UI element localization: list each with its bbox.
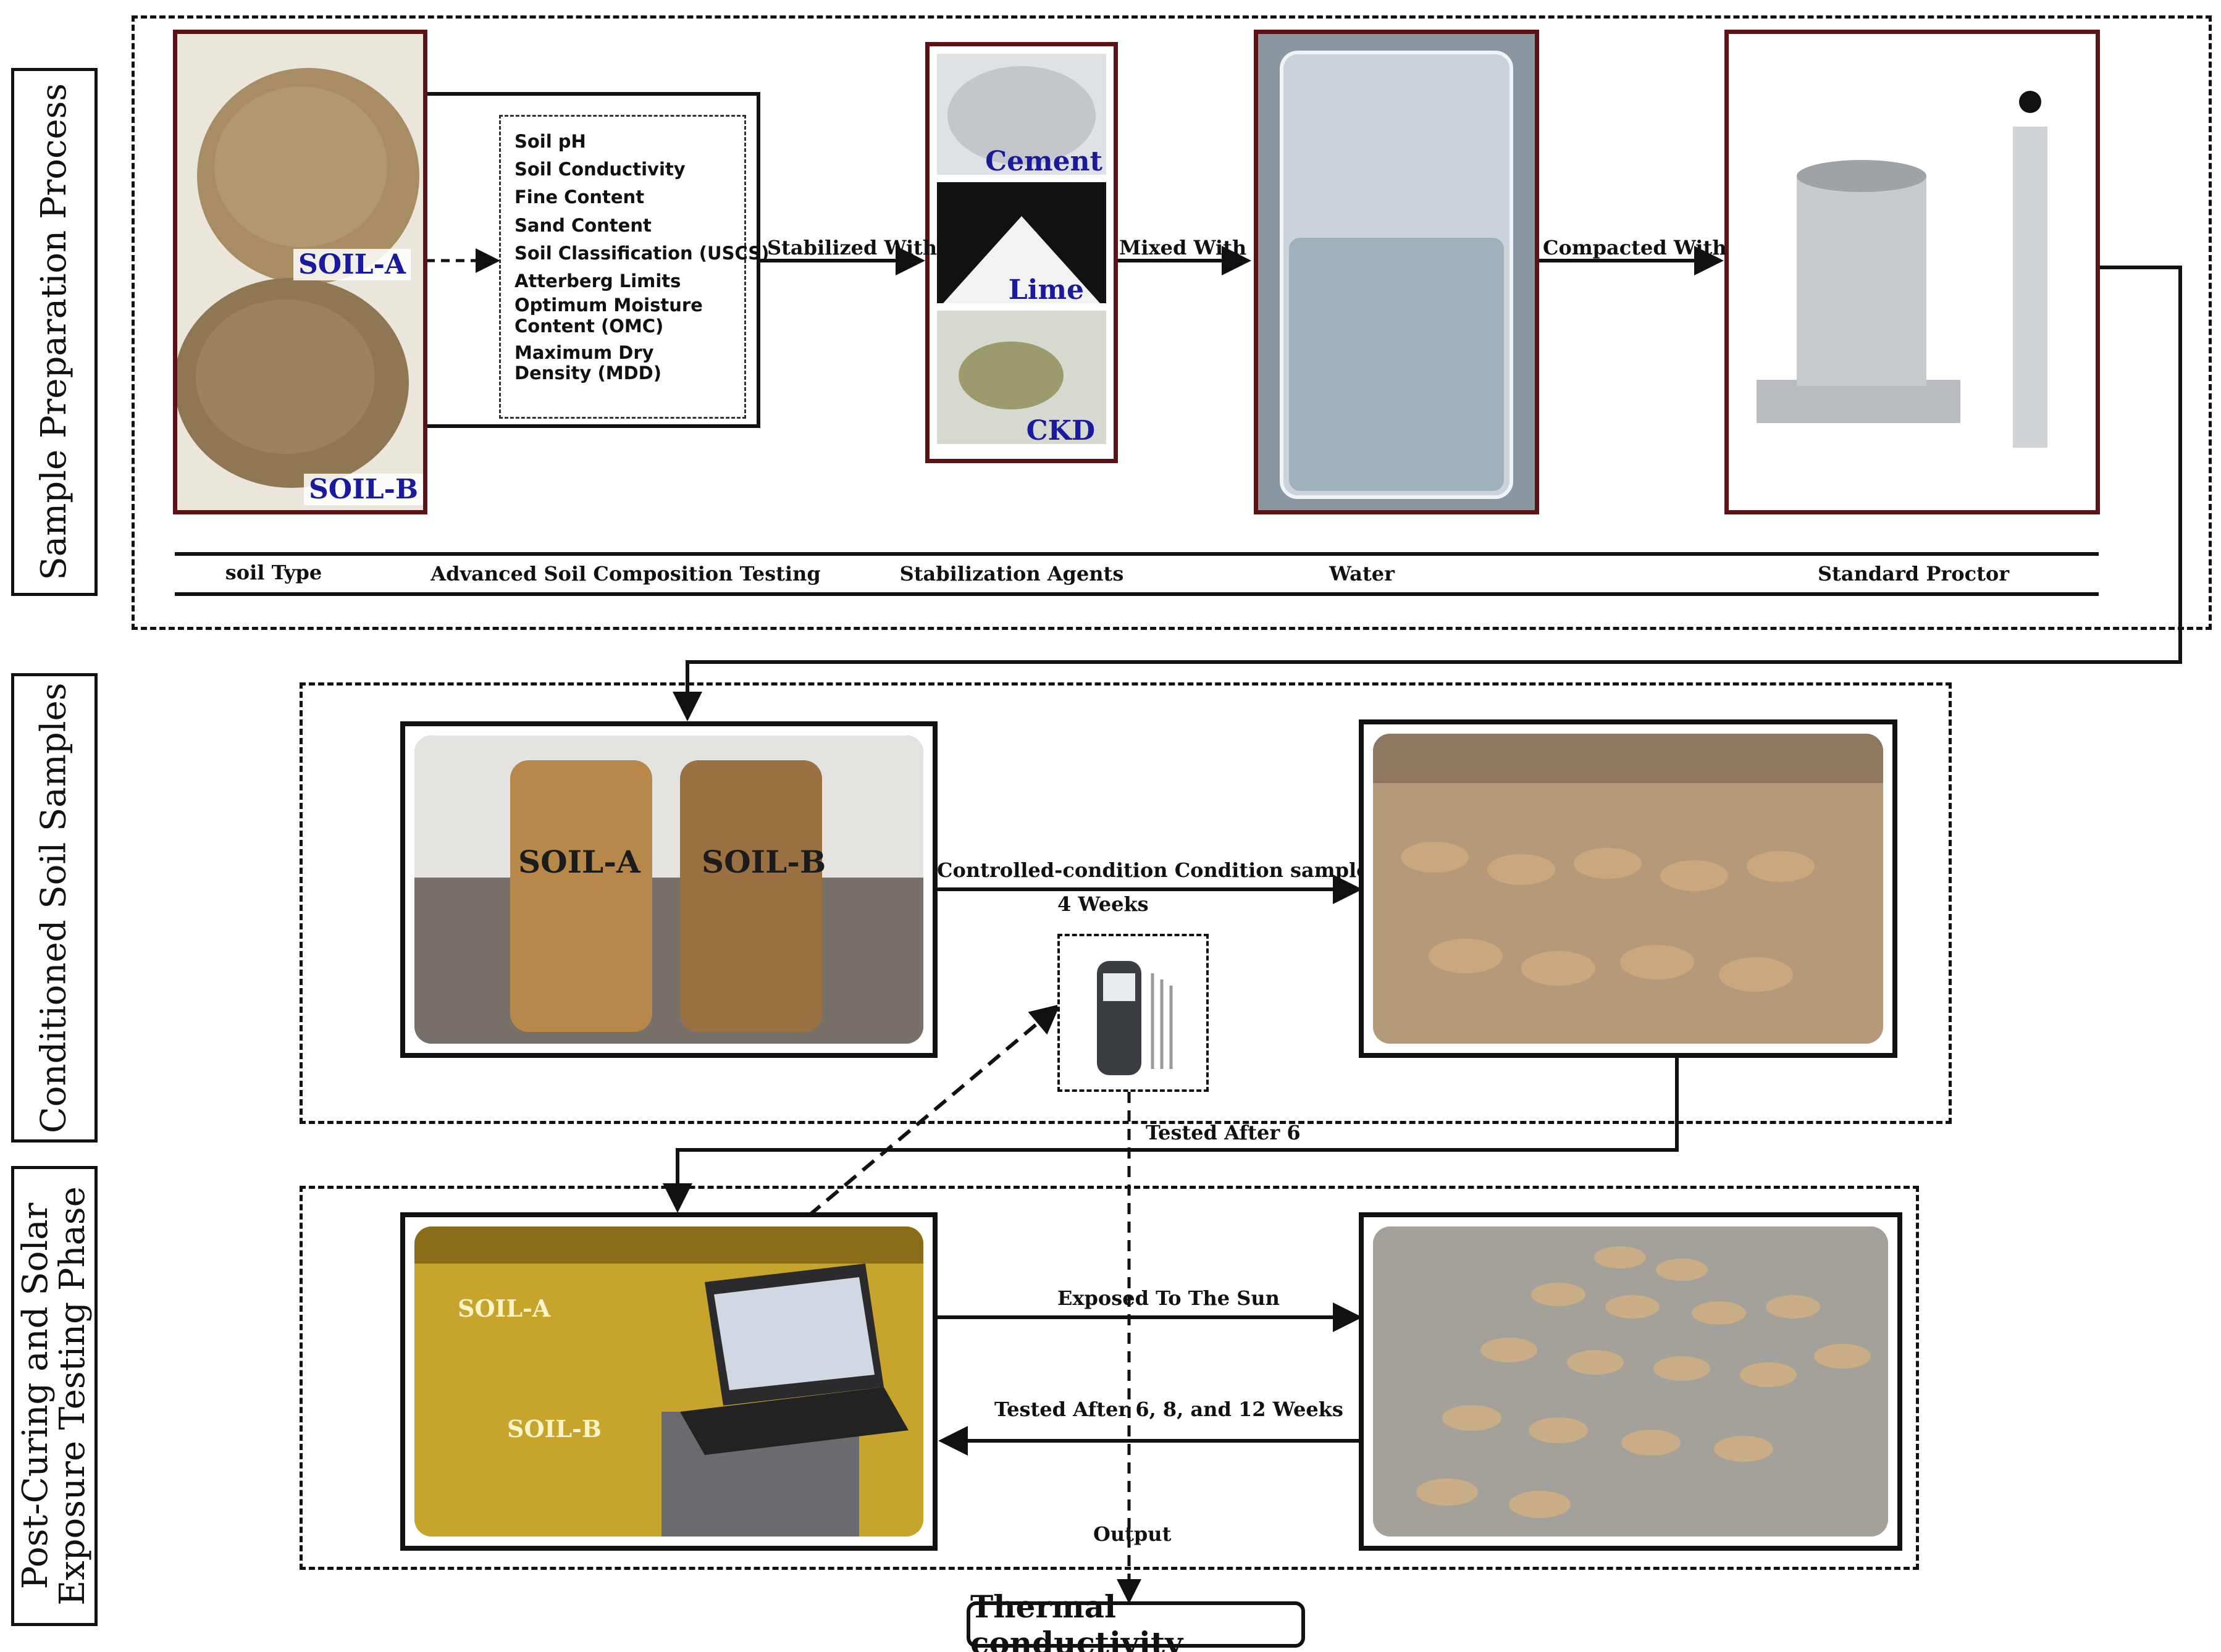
cement-label: Cement <box>985 146 1102 177</box>
phase-conditioned-label: Conditioned Soil Samples <box>33 682 74 1133</box>
sun-exposure-panel <box>1359 1212 1902 1551</box>
thermal-conductivity-box: Thermal conductivity <box>967 1588 1305 1652</box>
soil-piles-image <box>177 34 423 510</box>
beaker-image <box>1258 34 1535 510</box>
phase-post-curing: Post-Curing and Solar Exposure Testing P… <box>11 1166 98 1626</box>
bagged-samples-image <box>1373 734 1883 1044</box>
lab-image: SOIL-A SOIL-B <box>414 1226 923 1537</box>
bottom-label-soil-type: soil Type <box>225 561 322 584</box>
sun-exposure-image <box>1373 1226 1888 1537</box>
ckd-image: CKD <box>937 311 1106 447</box>
test-item: Soil pH <box>514 131 586 152</box>
soil-photo-panel: SOIL-A SOIL-B <box>173 30 427 514</box>
arrow-proctor-to-cylinders <box>673 266 2182 721</box>
mixed-with-label: Mixed With <box>1119 236 1247 259</box>
agents-panel: Cement Lime CKD <box>925 42 1118 463</box>
tested-after-6-label: Tested After 6 <box>1146 1121 1301 1144</box>
ckd-label: CKD <box>1026 415 1095 447</box>
four-weeks-label: 4 Weeks <box>1057 892 1149 916</box>
output-label: Output <box>1093 1522 1172 1546</box>
exposed-sun-label: Exposed To The Sun <box>1057 1286 1280 1310</box>
group-conditioned <box>300 682 1952 1124</box>
proctor-panel <box>1724 30 2100 514</box>
cylinder-soil-b-label: SOIL-B <box>702 844 826 880</box>
compacted-with-label: Compacted With <box>1543 236 1727 259</box>
cylinders-image: SOIL-A SOIL-B <box>414 736 923 1044</box>
bagged-samples-panel <box>1359 719 1897 1058</box>
water-panel <box>1254 30 1539 514</box>
thermal-conductivity-label: Thermal conductivity <box>970 1588 1183 1652</box>
lime-image: Lime <box>937 182 1106 306</box>
tested-after-weeks-label: Tested After 6, 8, and 12 Weeks <box>994 1398 1343 1421</box>
bottom-label-water: Water <box>1329 562 1395 585</box>
test-item: Soil Conductivity <box>514 159 686 180</box>
phase-sample-preparation-label: Sample Preparation Process <box>33 83 74 581</box>
bottom-label-stabilization-agents: Stabilization Agents <box>899 562 1124 585</box>
thermal-meter-image <box>1097 961 1173 1075</box>
lab-soil-a-label: SOIL-A <box>458 1294 551 1322</box>
proctor-mold-image <box>1729 34 2096 510</box>
group-post-curing <box>300 1186 1919 1570</box>
test-item: Optimum Moisture Content (OMC) <box>514 295 703 337</box>
lime-label: Lime <box>1008 274 1084 306</box>
bottom-label-advanced-testing: Advanced Soil Composition Testing <box>430 562 821 585</box>
soil-b-label: SOIL-B <box>304 474 423 505</box>
advanced-test-list: Soil pH Soil Conductivity Fine Content S… <box>499 115 770 419</box>
test-item: Fine Content <box>514 187 645 208</box>
cylinders-panel: SOIL-A SOIL-B <box>400 721 938 1058</box>
soil-a-label: SOIL-A <box>293 249 411 280</box>
test-item: Maximum Dry Density (MDD) <box>514 342 661 384</box>
cylinder-soil-a-label: SOIL-A <box>518 844 640 880</box>
lab-soil-b-label: SOIL-B <box>507 1415 602 1443</box>
phase-sample-preparation: Sample Preparation Process <box>11 68 98 596</box>
cement-image: Cement <box>937 54 1106 177</box>
controlled-condition-label: Controlled-condition Condition samples <box>937 858 1380 882</box>
arrow-bagged-to-lab <box>663 1053 1679 1213</box>
phase-post-curing-label: Post-Curing and Solar Exposure Testing P… <box>15 1186 93 1606</box>
phase-conditioned: Conditioned Soil Samples <box>11 673 98 1143</box>
test-item: Atterberg Limits <box>514 270 681 292</box>
group-sample-preparation <box>132 15 2212 630</box>
bottom-label-standard-proctor: Standard Proctor <box>1817 562 2010 585</box>
test-item: Sand Content <box>514 214 652 236</box>
lab-panel: SOIL-A SOIL-B <box>400 1212 938 1551</box>
thermal-meter-box <box>1057 934 1209 1092</box>
stabilized-with-label: Stabilized With <box>767 236 938 259</box>
test-item: Soil Classification (USCS) <box>514 242 770 264</box>
